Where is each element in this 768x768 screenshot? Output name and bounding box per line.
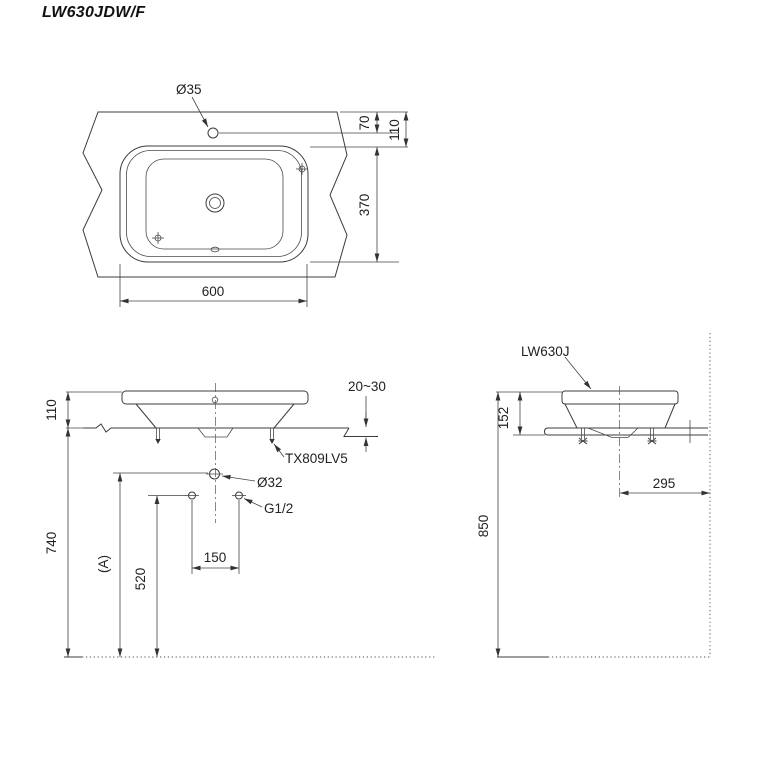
front-bolt-right (269, 428, 275, 444)
side-bolt-right (647, 428, 657, 445)
label-850: 850 (476, 515, 491, 538)
label-295: 295 (653, 476, 676, 491)
front-supply-right (232, 491, 246, 500)
fixing-mark-top-right (296, 163, 308, 175)
drain-hole-inner (209, 197, 221, 209)
front-counter-top (83, 423, 349, 433)
top-view: Ø35 70 110 370 600 (82, 82, 409, 307)
leader-drain-dia (221, 474, 256, 482)
front-body-left (135, 403, 157, 429)
side-basin-rim (561, 390, 679, 405)
front-counter-break (343, 427, 378, 437)
label-520: 520 (133, 568, 148, 591)
label-152: 152 (496, 407, 511, 430)
front-bolt-left (155, 428, 161, 444)
drawing-title: LW630JDW/F (42, 4, 146, 21)
faucet-hole (207, 127, 219, 139)
label-600: 600 (202, 284, 225, 299)
leader-faucet-dia (191, 96, 209, 128)
label-fixing-kit: TX809LV5 (285, 451, 348, 466)
label-70: 70 (357, 115, 372, 130)
side-bolt-left (578, 428, 588, 445)
countertop-outline (82, 111, 348, 278)
front-body-right (273, 403, 295, 429)
label-110-top: 110 (387, 119, 402, 141)
label-faucet-dia: Ø35 (176, 82, 202, 97)
front-drain-recess (197, 427, 234, 438)
label-740: 740 (44, 532, 59, 555)
front-supply-left (185, 491, 199, 500)
label-thickness: 20~30 (348, 379, 386, 394)
overflow-hole (210, 246, 220, 253)
label-150: 150 (204, 550, 227, 565)
front-overflow-hole (211, 396, 219, 404)
label-A: (A) (96, 555, 111, 573)
side-view: LW630J 152 850 295 (476, 333, 711, 658)
side-body-right (664, 403, 676, 429)
front-view: 110 740 (A) 520 150 20~30 TX809LV5 Ø32 G… (44, 379, 436, 658)
leader-fixing-kit (273, 443, 285, 458)
front-basin-rim (121, 390, 309, 405)
label-370: 370 (357, 194, 372, 217)
bowl-edge (145, 158, 284, 250)
side-body-left (564, 403, 578, 429)
label-110-front: 110 (44, 399, 59, 421)
basin-outer-rim (119, 145, 309, 263)
label-model: LW630J (521, 344, 570, 359)
leader-supply-thread (243, 498, 263, 508)
fixing-mark-bottom-left (152, 232, 164, 244)
leader-model (564, 356, 592, 390)
label-drain-dia: Ø32 (257, 475, 283, 490)
drain-hole-outer (205, 193, 225, 213)
basin-inner-rim (126, 150, 302, 257)
label-supply-thread: G1/2 (264, 501, 293, 516)
side-drain-recess (587, 427, 639, 438)
side-counter (543, 427, 708, 436)
